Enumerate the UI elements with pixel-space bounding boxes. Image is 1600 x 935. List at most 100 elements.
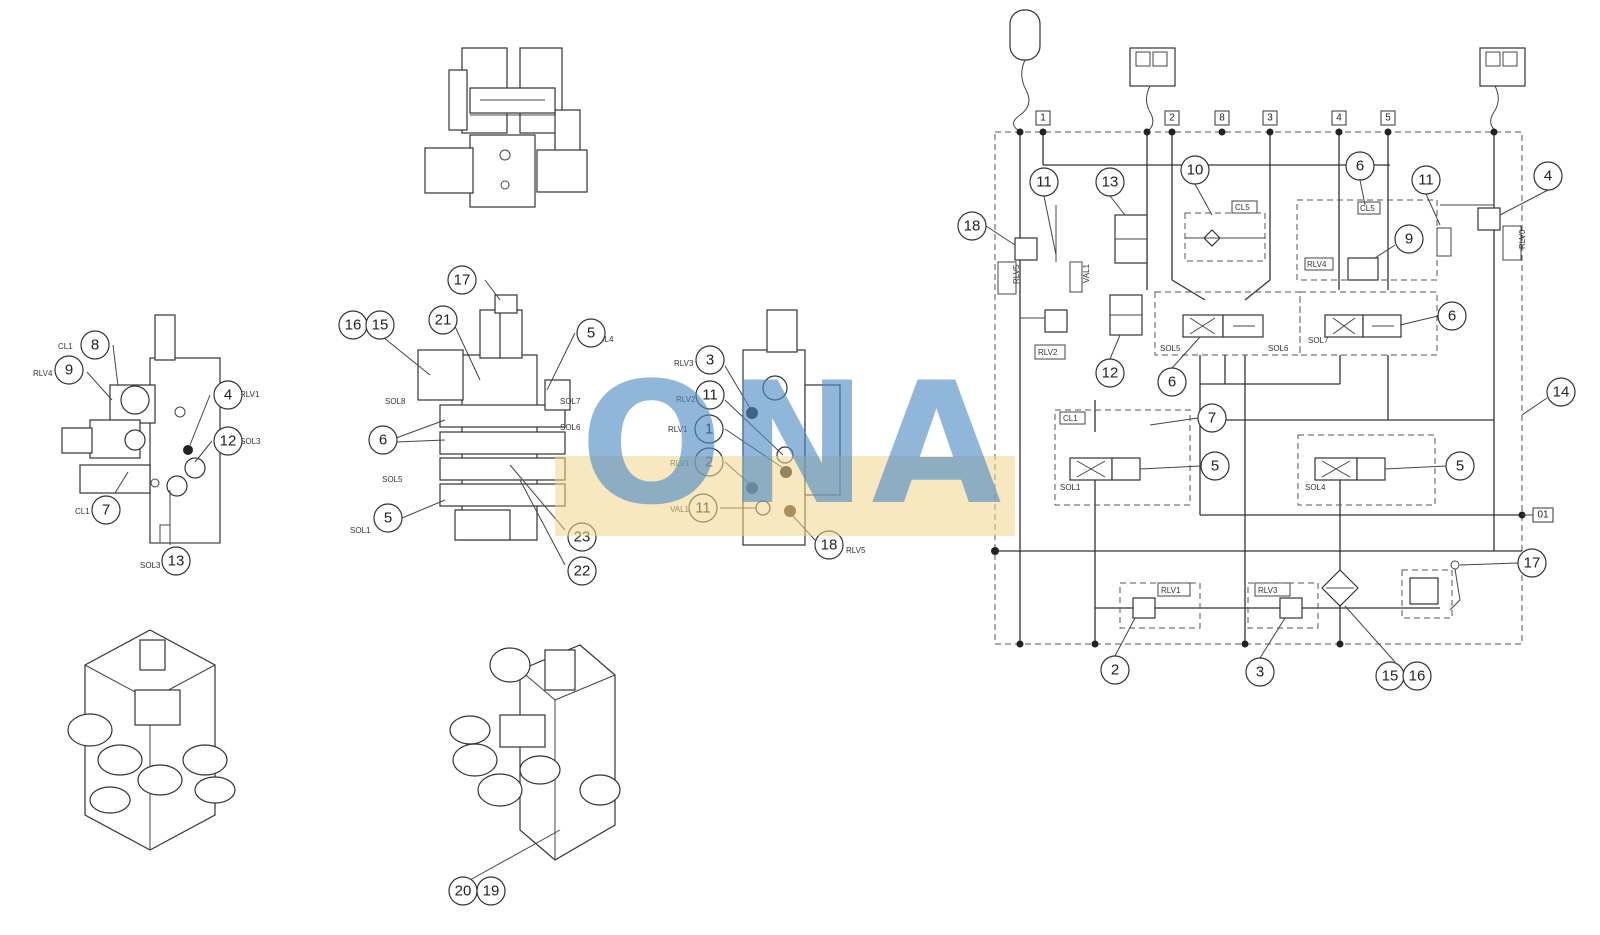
- svg-text:RLV1: RLV1: [240, 390, 260, 399]
- callout-circle: [428, 305, 458, 335]
- callout-number: 6: [1448, 308, 1456, 325]
- callout-circle: [1197, 403, 1227, 433]
- callout-c-bot-20: 20: [448, 876, 478, 906]
- isometric-view-right: [449, 644, 621, 881]
- svg-text:CL1: CL1: [1063, 414, 1078, 423]
- callout-circle: [567, 556, 597, 586]
- callout-c-left-4: 4: [213, 380, 243, 410]
- isometric-view-left: [67, 629, 236, 851]
- callout-c-mid-1: 1: [694, 414, 724, 444]
- callout-c-mid-21: 21: [428, 305, 458, 335]
- callout-number: 5: [1456, 458, 1464, 475]
- callout-number: 17: [454, 272, 471, 289]
- callout-circle: [476, 876, 506, 906]
- callout-circle: [1157, 367, 1187, 397]
- callout-c-sch-10: 10: [1180, 155, 1210, 185]
- svg-text:CL1: CL1: [75, 507, 90, 516]
- callout-circle: [365, 310, 395, 340]
- port-8: 8: [1214, 110, 1230, 126]
- callout-c-sch-12: 12: [1095, 358, 1125, 388]
- callout-c-left-7: 7: [91, 495, 121, 525]
- callout-c-mid-15: 15: [365, 310, 395, 340]
- callout-number: 8: [91, 337, 99, 354]
- callout-c-mid-3: 3: [695, 345, 725, 375]
- callout-c-left-9: 9: [54, 355, 84, 385]
- callout-c-sch-7: 7: [1197, 403, 1227, 433]
- svg-text:RLV2: RLV2: [1038, 348, 1058, 357]
- svg-text:CL1: CL1: [58, 342, 73, 351]
- svg-text:SOL5: SOL5: [1160, 344, 1181, 353]
- callout-c-bot-19: 19: [476, 876, 506, 906]
- svg-text:CL5: CL5: [1360, 204, 1375, 213]
- callout-c-mid-6: 6: [368, 425, 398, 455]
- svg-text:RLV4: RLV4: [1307, 260, 1327, 269]
- callout-number: 11: [695, 500, 711, 517]
- callout-number: 6: [1356, 158, 1364, 175]
- callout-circle: [80, 330, 110, 360]
- port-number: 1: [1040, 113, 1046, 124]
- svg-text:RLV5: RLV5: [846, 546, 866, 555]
- callout-c-sch-4: 4: [1533, 161, 1563, 191]
- callout-number: 18: [821, 537, 838, 554]
- callout-c-mid-5a: 5: [576, 318, 606, 348]
- callout-c-sch-6c: 6: [1157, 367, 1187, 397]
- callout-number: 2: [705, 454, 713, 471]
- callout-c-sch-3: 3: [1245, 657, 1275, 687]
- callout-c-mid-11b: 11: [688, 493, 718, 523]
- callout-circle: [1517, 548, 1547, 578]
- port-number: 2: [1169, 113, 1175, 124]
- callout-number: 11: [1036, 174, 1052, 191]
- svg-text:VAL1: VAL1: [670, 505, 690, 514]
- svg-text:SOL7: SOL7: [560, 397, 581, 406]
- callout-number: 12: [1102, 365, 1119, 382]
- callout-number: 21: [435, 312, 452, 329]
- callout-c-sch-14: 14: [1546, 377, 1576, 407]
- callout-number: 5: [384, 510, 392, 527]
- callout-number: 5: [587, 325, 595, 342]
- callout-c-sch-11b: 11: [1411, 165, 1441, 195]
- port-box: [1532, 507, 1554, 523]
- callout-number: 10: [1187, 162, 1204, 179]
- svg-text:SOL6: SOL6: [1268, 344, 1289, 353]
- callout-circle: [1245, 657, 1275, 687]
- callout-circle: [957, 211, 987, 241]
- callout-circle: [368, 425, 398, 455]
- callout-c-left-13: 13: [161, 546, 191, 576]
- callout-circle: [1445, 451, 1475, 481]
- callout-c-sch-15: 15: [1375, 661, 1405, 691]
- callout-circle: [373, 503, 403, 533]
- callout-number: 4: [224, 387, 232, 404]
- callout-circle: [54, 355, 84, 385]
- svg-text:RLV1: RLV1: [1161, 586, 1181, 595]
- port-box: [1262, 110, 1278, 126]
- svg-text:RLV3: RLV3: [1258, 586, 1278, 595]
- callout-number: 22: [574, 563, 591, 580]
- svg-text:RLV0: RLV0: [1518, 229, 1527, 249]
- port-box: [1380, 110, 1396, 126]
- callout-number: 12: [220, 433, 237, 450]
- svg-text:SOL4: SOL4: [1305, 483, 1326, 492]
- callout-c-sch-6a: 6: [1345, 151, 1375, 181]
- port-box: [1035, 110, 1051, 126]
- callout-number: 17: [1524, 555, 1541, 572]
- port-number: 8: [1219, 113, 1225, 124]
- hydraulic-schematic: SOL5 SOL6 SOL7 CL5 CL5 RLV4 CL1 SOL1 SOL…: [985, 9, 1549, 663]
- callout-c-mid-18: 18: [814, 530, 844, 560]
- svg-text:SOL1: SOL1: [1060, 483, 1081, 492]
- port-number: 5: [1385, 113, 1391, 124]
- callout-circle: [1095, 167, 1125, 197]
- svg-text:SOL8: SOL8: [385, 397, 406, 406]
- callout-number: 9: [65, 362, 73, 379]
- callout-circle: [1394, 224, 1424, 254]
- callout-c-mid-2: 2: [694, 447, 724, 477]
- callout-number: 23: [574, 529, 591, 546]
- callout-circle: [1180, 155, 1210, 185]
- port-3: 3: [1262, 110, 1278, 126]
- svg-text:SOL3: SOL3: [240, 437, 261, 446]
- callout-number: 11: [702, 387, 718, 404]
- callout-number: 7: [1208, 410, 1216, 427]
- callout-c-sch-6b: 6: [1437, 301, 1467, 331]
- port-number: 4: [1336, 113, 1342, 124]
- callout-number: 6: [379, 432, 387, 449]
